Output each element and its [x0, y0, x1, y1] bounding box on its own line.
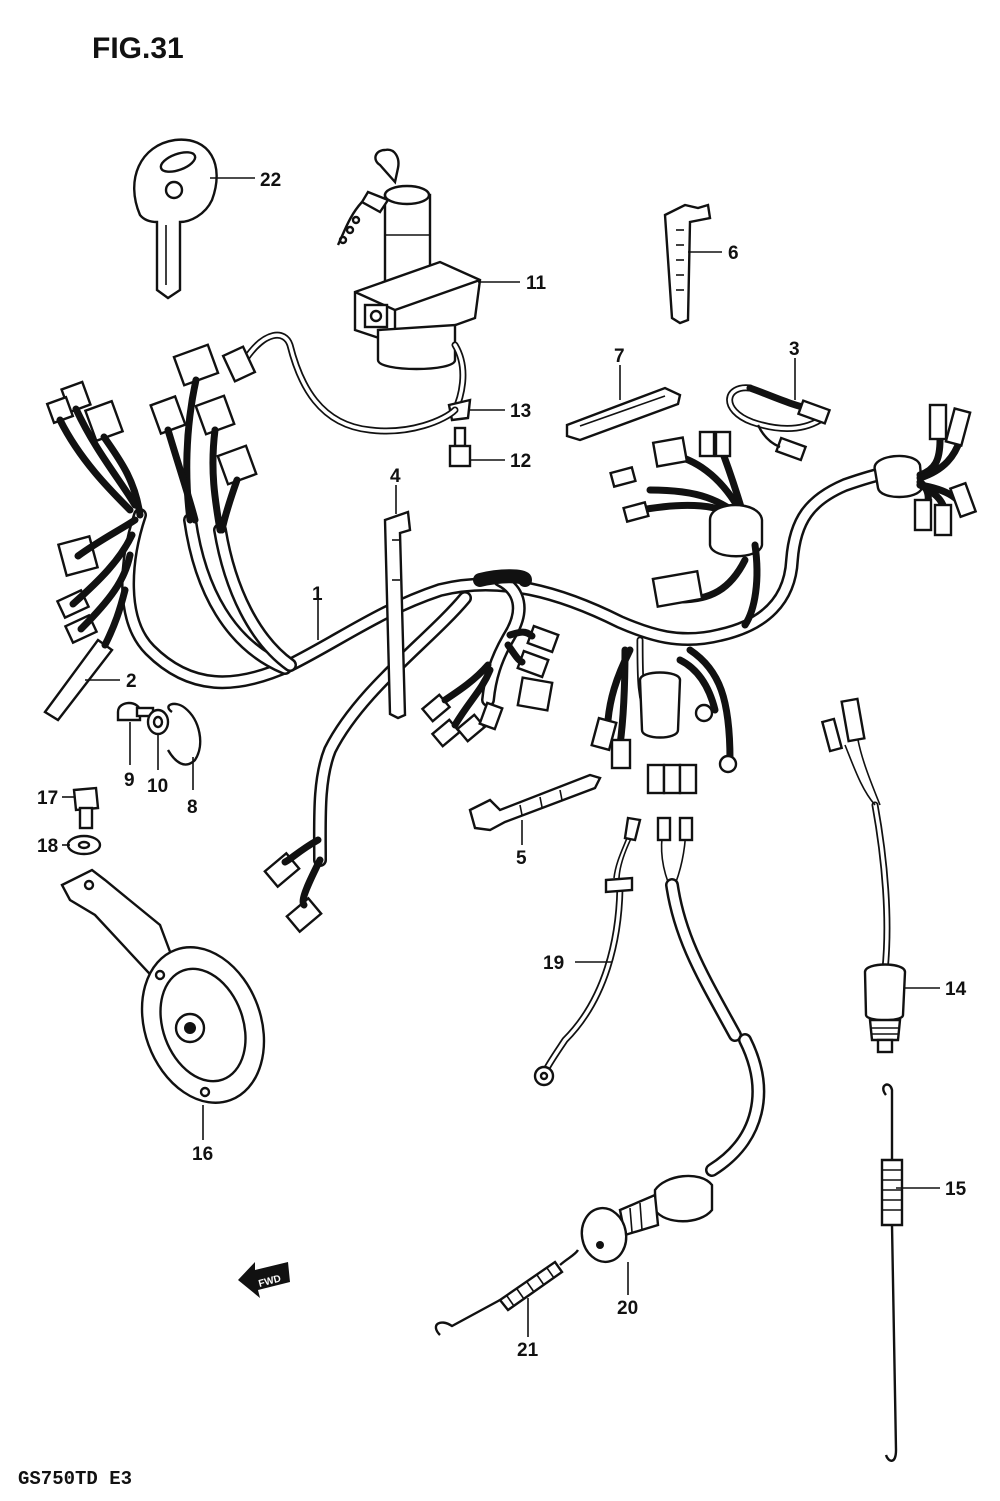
callout-3: 3 — [789, 339, 800, 360]
callout-20: 20 — [617, 1298, 638, 1319]
lead-wire-part-19 — [533, 816, 642, 1087]
callout-10: 10 — [147, 776, 168, 797]
washer-part-18 — [66, 834, 102, 856]
ignition-switch-part-11 — [336, 148, 482, 414]
spring-part-15 — [880, 1083, 904, 1462]
connector-group-lower — [263, 403, 978, 934]
callout-2: 2 — [126, 671, 137, 692]
callout-15: 15 — [945, 1179, 967, 1200]
callout-4: 4 — [390, 466, 401, 487]
callout-5: 5 — [516, 848, 527, 869]
switch-part-20 — [580, 816, 766, 1264]
callout-17: 17 — [37, 788, 58, 809]
callout-7: 7 — [614, 346, 625, 367]
cable-strap-part-6 — [663, 203, 712, 325]
spring-part-21 — [434, 1249, 580, 1336]
callout-11: 11 — [526, 273, 547, 294]
leader-lines — [62, 177, 940, 1337]
forward-arrow-icon: FWD — [238, 1262, 290, 1298]
washer-part-10 — [146, 708, 170, 736]
callout-8: 8 — [187, 797, 198, 818]
callout-22: 22 — [260, 170, 281, 191]
callout-13: 13 — [510, 401, 531, 422]
callout-21: 21 — [517, 1340, 539, 1361]
connector-group-mid — [420, 624, 560, 748]
bolt-part-12 — [448, 426, 472, 468]
bolt-part-17 — [72, 786, 100, 830]
model-code: GS750TD E3 — [18, 1468, 132, 1490]
main-wiring-harness-part-1 — [121, 331, 969, 867]
figure-title: FIG.31 — [92, 32, 184, 65]
cable-tie-part-5 — [468, 773, 602, 832]
harness-sleeve-part-2 — [43, 586, 129, 722]
connector-group-center — [149, 343, 258, 534]
clip-part-8 — [166, 702, 202, 766]
sub-harness-part-3 — [726, 384, 832, 462]
callout-18: 18 — [37, 836, 58, 857]
callout-1: 1 — [312, 584, 323, 605]
callout-14: 14 — [945, 979, 967, 1000]
connector-group-left — [45, 380, 144, 645]
callout-6: 6 — [728, 243, 739, 264]
callout-12: 12 — [510, 451, 531, 472]
key-part-22 — [133, 138, 218, 300]
callout-19: 19 — [543, 953, 564, 974]
clamp-plate-part-7 — [565, 386, 682, 442]
cable-tie-part-4 — [383, 510, 412, 720]
callout-16: 16 — [192, 1144, 213, 1165]
switch-part-14 — [820, 697, 907, 1054]
horn-part-16 — [60, 868, 266, 1104]
callout-9: 9 — [124, 770, 135, 791]
